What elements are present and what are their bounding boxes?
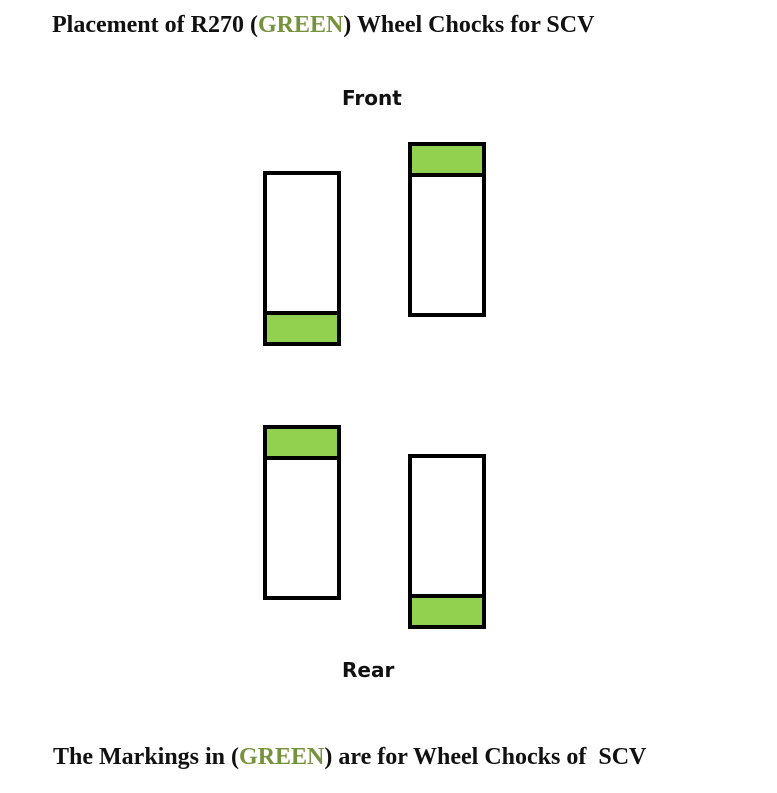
rear-label: Rear [342, 658, 395, 682]
rear-left-wheel [263, 425, 341, 600]
footer-green-word: GREEN [239, 744, 325, 770]
title-green-word: GREEN [257, 12, 344, 38]
footer-text-start: The Markings in ( [53, 744, 240, 770]
diagram-footer: The Markings in (GREEN) are for Wheel Ch… [53, 744, 646, 771]
diagram-title: Placement of R270 (GREEN) Wheel Chocks f… [52, 12, 594, 39]
rear-right-wheel [408, 454, 486, 629]
front-label: Front [342, 86, 402, 110]
title-text-start: Placement of R270 ( [52, 12, 258, 38]
front-left-wheel [263, 171, 341, 346]
footer-text-end: ) are for Wheel Chocks of SCV [324, 744, 647, 770]
front-left-chock-marking [267, 311, 337, 342]
front-right-wheel [408, 142, 486, 317]
rear-right-chock-marking [412, 594, 482, 625]
title-text-end: ) Wheel Chocks for SCV [343, 12, 595, 38]
front-right-chock-marking [412, 146, 482, 177]
rear-left-chock-marking [267, 429, 337, 460]
